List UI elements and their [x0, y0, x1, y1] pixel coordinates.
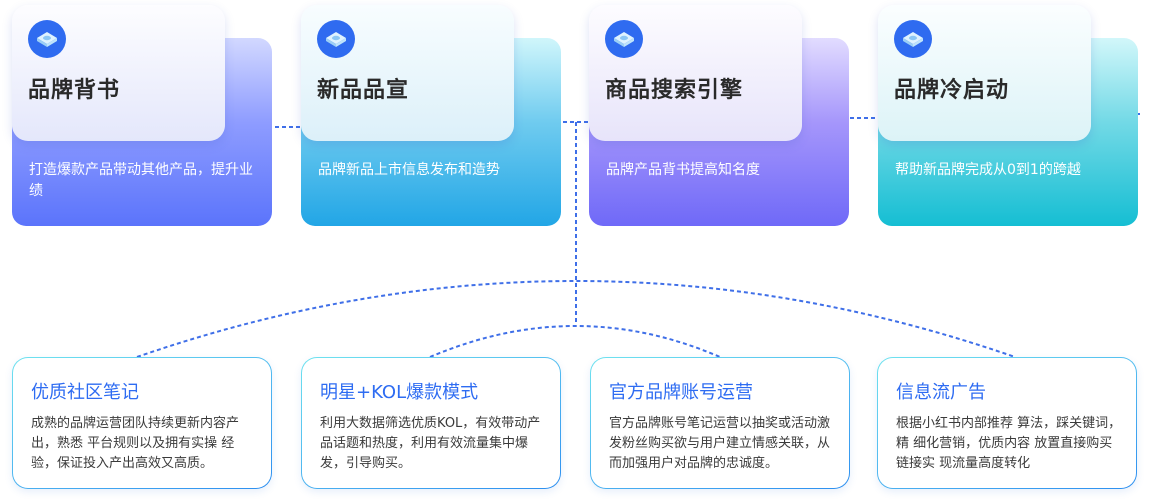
card-description: 打造爆款产品带动其他产品，提升业绩	[29, 162, 253, 199]
card-description: 帮助新品牌完成从0到1的跨越	[895, 162, 1081, 178]
bottom-card-feed-ads: 信息流广告 根据小红书内部推荐 算法，踩关键词，精 细化营销，优质内容 放置直接…	[877, 357, 1137, 489]
card-title: 信息流广告	[896, 382, 986, 403]
card-title: 品牌冷启动	[894, 78, 1010, 103]
top-card-search-engine: 商品搜索引擎 品牌产品背书提高知名度	[577, 0, 867, 230]
card-title: 明星+KOL爆款模式	[320, 382, 479, 403]
card-title: 新品品宣	[317, 78, 410, 103]
card-description: 品牌新品上市信息发布和造势	[318, 162, 500, 178]
card-title: 商品搜索引擎	[605, 78, 744, 103]
layer-block-icon	[317, 20, 355, 58]
top-card-brand-endorsement: 品牌背书 打造爆款产品带动其他产品，提升业绩	[0, 0, 290, 230]
card-description: 利用大数据筛选优质KOL，有效带动产品话题和热度，利用有效流量集中爆发，引导购买…	[320, 416, 541, 471]
top-card-new-product-promo: 新品品宣 品牌新品上市信息发布和造势	[289, 0, 579, 230]
layer-block-icon	[28, 20, 66, 58]
card-description: 根据小红书内部推荐 算法，踩关键词，精 细化营销，优质内容 放置直接购买链接实 …	[896, 416, 1122, 471]
top-card-cold-start: 品牌冷启动 帮助新品牌完成从0到1的跨越	[866, 0, 1152, 230]
outer-arc-connector	[136, 280, 1016, 358]
card-description: 成熟的品牌运营团队持续更新内容产出，熟悉 平台规则以及拥有实操 经验，保证投入产…	[31, 416, 240, 471]
layer-block-icon	[605, 20, 643, 58]
card-title: 优质社区笔记	[31, 382, 139, 403]
bottom-card-official-account: 官方品牌账号运营 官方品牌账号笔记运营以抽奖或活动激发粉丝购买欲与用户建立情感关…	[590, 357, 850, 489]
bottom-card-celebrity-kol: 明星+KOL爆款模式 利用大数据筛选优质KOL，有效带动产品话题和热度，利用有效…	[301, 357, 561, 489]
layer-block-icon	[894, 20, 932, 58]
bottom-card-community-notes: 优质社区笔记 成熟的品牌运营团队持续更新内容产出，熟悉 平台规则以及拥有实操 经…	[12, 357, 272, 489]
card-title: 品牌背书	[28, 78, 121, 103]
card-description: 品牌产品背书提高知名度	[606, 162, 760, 178]
card-title: 官方品牌账号运营	[609, 382, 753, 403]
card-description: 官方品牌账号笔记运营以抽奖或活动激发粉丝购买欲与用户建立情感关联，从而加强用户对…	[609, 416, 831, 471]
inner-arc-connector	[429, 325, 721, 358]
